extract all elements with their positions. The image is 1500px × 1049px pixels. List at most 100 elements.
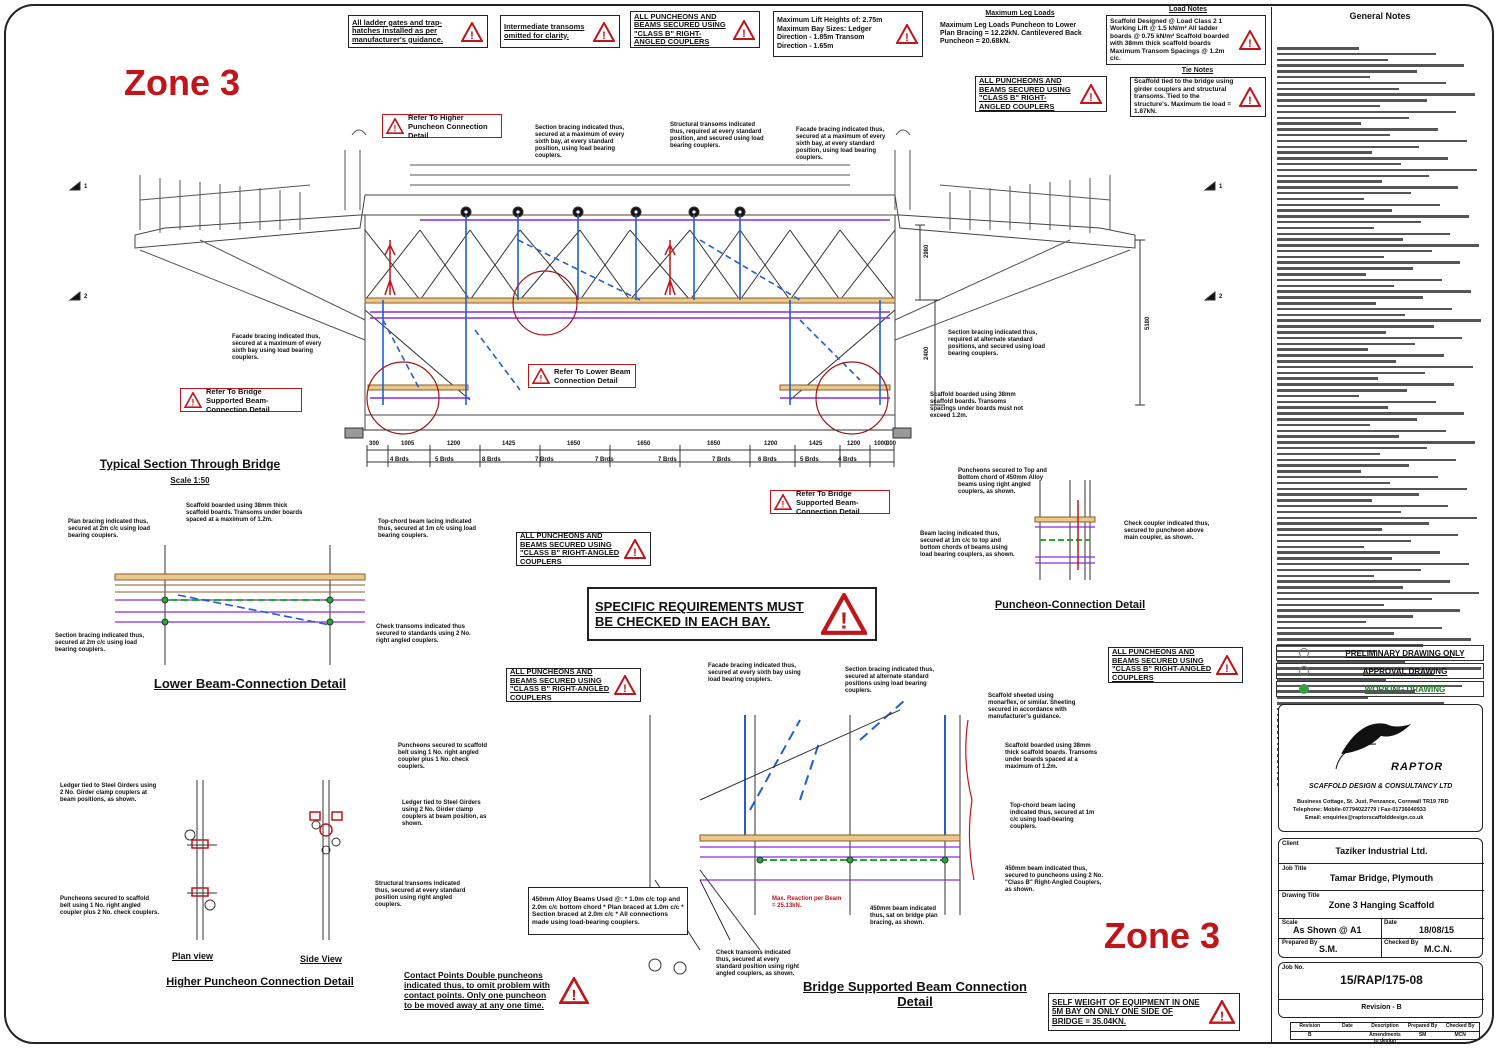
svg-text:!: ! [192,398,195,408]
general-note-line [1277,302,1376,305]
scale-value: As Shown @ A1 [1293,925,1362,935]
warning-text: SPECIFIC REQUIREMENTS MUST BE CHECKED IN… [595,599,804,629]
higher-puncheon-drawing [184,780,343,940]
general-note-line [1277,220,1422,224]
revision-cell [1329,1032,1367,1040]
company-email: Email: enquiries@raptorscaffolddesign.co… [1305,815,1424,821]
span-dimension: 1425 [809,441,823,447]
general-note-line [1277,539,1411,543]
span-dimension: 1425 [502,441,516,447]
warning-text: SELF WEIGHT OF EQUIPMENT IN ONE 5M BAY O… [1052,997,1200,1026]
annotation-section-bracing-detail: Section bracing indicated thus, secured … [845,667,935,694]
general-note-line [1277,197,1364,201]
zone-label-top: Zone 3 [124,62,241,103]
company-block: RAPTOR SCAFFOLD DESIGN & CONSULTANCY LTD… [1278,704,1483,832]
general-note-line [1277,470,1362,473]
logo-text: RAPTOR [1391,761,1444,773]
prepared-label: Prepared By [1282,940,1318,946]
annotation-beam-lacing: Beam lacing indicated thus, secured at 1… [920,531,1015,558]
side-view-label: Side View [300,954,342,964]
general-note-line [1277,452,1380,456]
job-no-label: Job No. [1282,965,1304,971]
general-note-line [1277,661,1405,664]
warning-text: ALL PUNCHEONS AND BEAMS SECURED USING "C… [979,76,1071,111]
drawing-title-value: Zone 3 Hanging Scaffold [1328,900,1435,910]
general-note-line [1277,481,1391,485]
status-dot-active [1299,684,1309,694]
max-reaction-label: Max. Reaction per Beam = 25.13kN. [772,896,842,909]
general-note-line [1277,562,1469,566]
general-note-line [1277,261,1461,264]
revision-header-cell: Date [1341,1023,1353,1029]
general-note-line [1277,191,1411,195]
warning-class-b-couplers-puncheon: ALL PUNCHEONS AND BEAMS SECURED USING "C… [1108,647,1243,683]
ref-text: Refer To Bridge Supported Beam-Connectio… [206,386,270,414]
general-note-line [1277,557,1393,560]
general-note-line [1277,360,1397,363]
status-dot [1299,666,1309,676]
warning-icon: ! [821,593,867,635]
status-dot [1299,648,1309,658]
scaffold-standards [382,215,881,405]
general-note-line [1277,70,1418,73]
status-label: PRELIMINARY DRAWING ONLY [1345,648,1465,658]
annotation-check-transoms-detail: Check transoms indicated thus, secured a… [716,950,799,977]
ref-lower-beam[interactable]: ! Refer To Lower Beam Connection Detail [528,364,636,388]
ref-bridge-supported-bottom[interactable]: ! Refer To Bridge Supported Beam-Connect… [770,489,890,516]
general-note-line [1277,157,1448,160]
svg-text:!: ! [782,500,785,510]
general-note-line [1277,702,1444,705]
general-note-line [1277,336,1463,340]
general-note-line [1277,104,1380,108]
general-note-line [1277,580,1451,583]
general-note-line [1277,574,1374,578]
board-count: 8 Brds [482,457,501,463]
svg-text:!: ! [1089,92,1093,104]
general-note-line [1277,394,1360,398]
ref-higher-puncheon[interactable]: ! Refer To Higher Puncheon Connection De… [382,113,502,140]
general-note-line [1277,568,1422,572]
general-note-line [1277,475,1438,479]
annotation-check-coupler: Check coupler indicated thus, secured to… [1124,521,1210,541]
puncheon-title: Puncheon-Connection Detail [994,599,1146,611]
general-note-line [1277,435,1399,438]
vertical-dim-2: 2400 [924,346,930,360]
general-note-line [1277,510,1401,514]
general-note-line [1277,591,1479,595]
tie-notes-box: Scaffold tied to the bridge using girder… [1130,77,1266,117]
general-note-line [1277,678,1387,682]
svg-text:!: ! [623,683,627,695]
section-markers [68,180,1216,301]
span-dimension: 1200 [447,441,461,447]
board-count: 5 Brds [435,457,454,463]
bridge-railings [139,129,1111,233]
board-count: 4 Brds [838,457,857,463]
general-note-line [1277,696,1368,699]
warning-icon: ! [1209,1000,1235,1024]
board-count: 7 Brds [658,457,677,463]
general-note-line [1277,690,1416,693]
general-note-line [1277,342,1416,346]
status-working: WORKING DRAWING [1276,681,1484,697]
general-note-line [1277,58,1389,62]
annotation-top-chord-lacing: Top-chord beam lacing indicated thus, se… [378,519,477,539]
base-feet [344,427,912,439]
general-note-line [1277,626,1442,630]
general-note-line [1277,412,1465,415]
vertical-dim-1: 2980 [924,244,930,258]
general-note-line [1277,47,1360,50]
span-dimension: 1005 [401,441,415,447]
svg-text:!: ! [633,547,637,559]
general-note-line [1277,99,1428,102]
general-note-line [1277,655,1453,659]
scale-label: Scale [1282,920,1298,926]
general-note-line [1277,116,1409,120]
general-note-line [1277,203,1440,207]
span-dimension: 300 [886,441,897,447]
general-note-line [1277,586,1403,589]
ref-bridge-supported-left[interactable]: ! Refer To Bridge Supported Beam-Connect… [180,386,302,414]
drawing-title-label: Drawing Title [1282,893,1320,899]
status-approval: APPROVAL DRAWING [1276,663,1484,679]
warning-icon: ! [559,976,589,1004]
